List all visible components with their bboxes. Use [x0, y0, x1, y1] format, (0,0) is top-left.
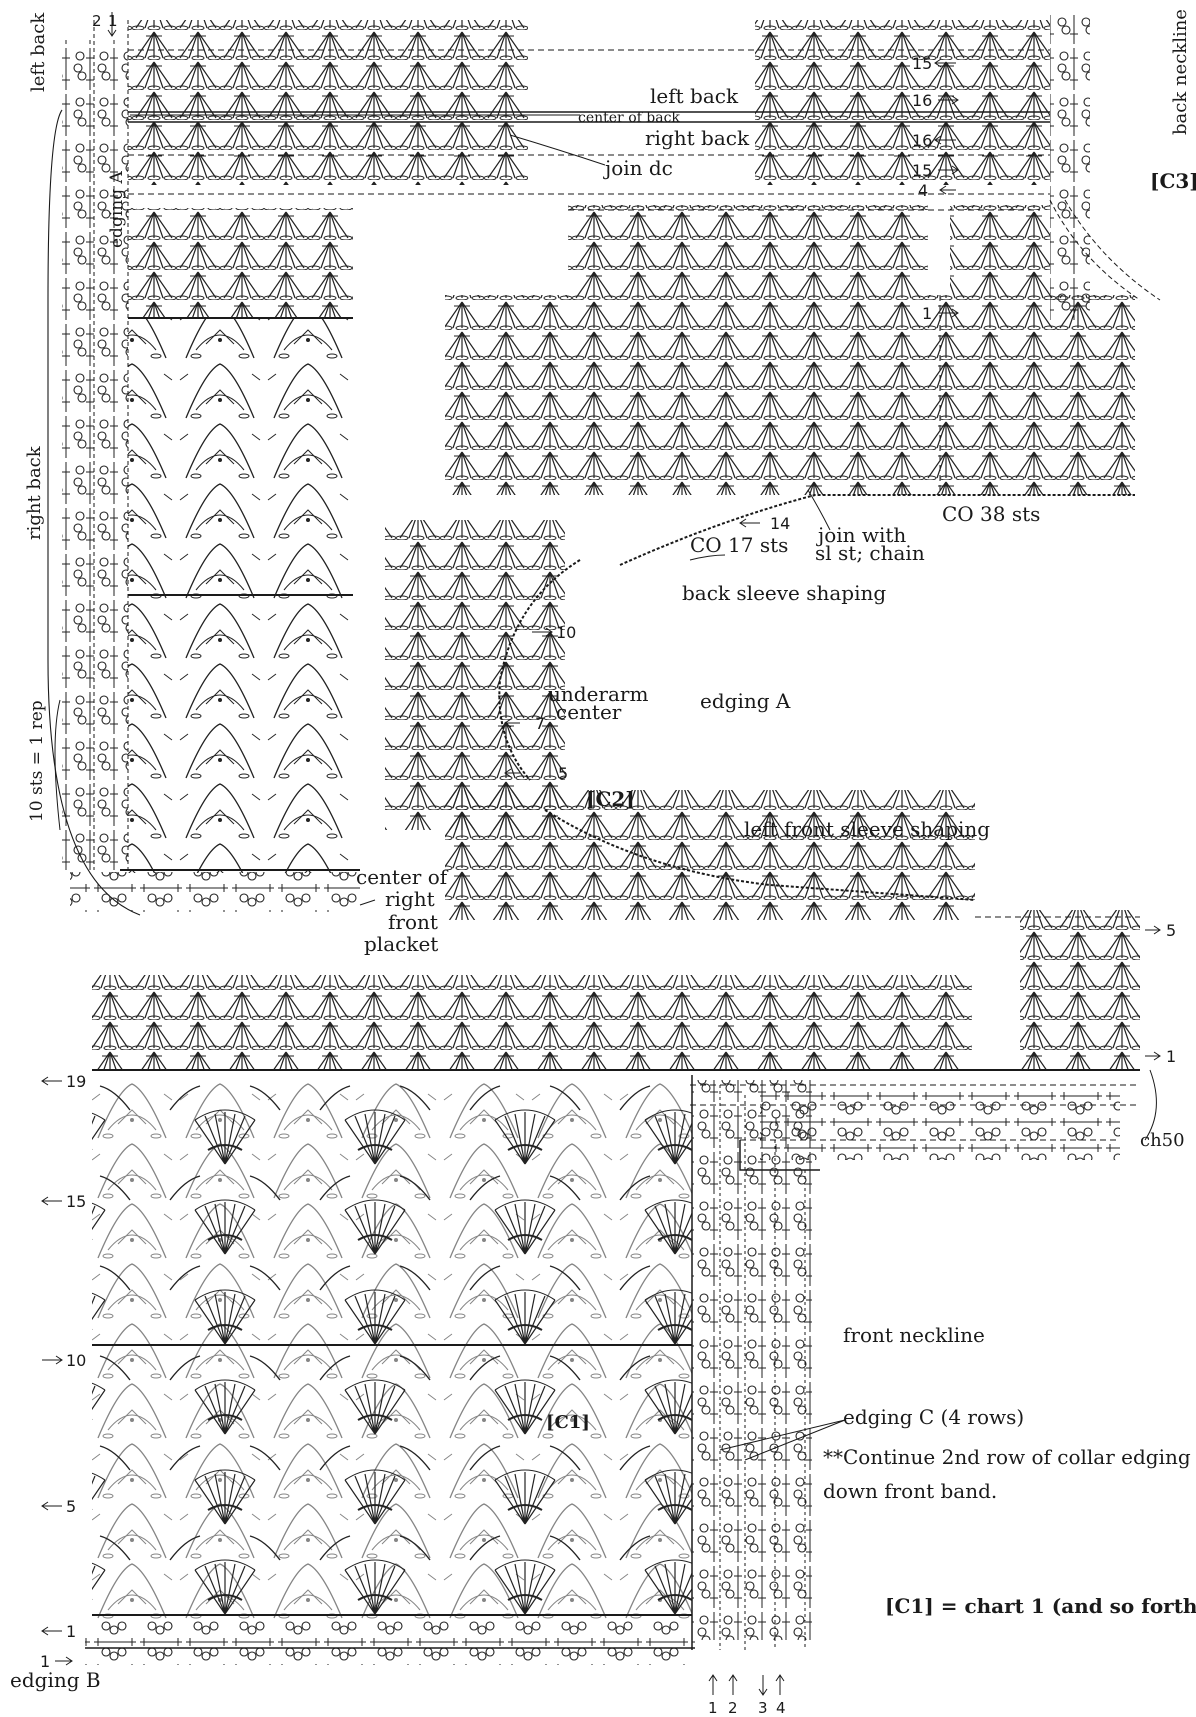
- label-join-sl-1: join with: [816, 523, 906, 547]
- label-c1: [C1]: [546, 1412, 590, 1433]
- label-edging-a: edging A: [700, 689, 791, 713]
- row-number-labels: 2 1 15 16 16 15 4 1 14 10 7 5 5 1 19 15 …: [40, 12, 1176, 1717]
- back-neck-edging: [1049, 15, 1161, 320]
- label-left-back: left back: [650, 84, 739, 108]
- row-num-16a: 16: [912, 91, 932, 110]
- row-num-15b: 15: [912, 161, 932, 180]
- label-c2: [C2]: [586, 787, 635, 811]
- label-placket-1: center of: [356, 865, 449, 889]
- label-placket-4: placket: [364, 932, 438, 956]
- label-legend: [C1] = chart 1 (and so forth): [885, 1594, 1196, 1618]
- label-note-1: **Continue 2nd row of collar edging: [823, 1445, 1191, 1469]
- row-num-10-sleeve: 10: [556, 623, 576, 642]
- row-num-1-right: 1: [1166, 1047, 1176, 1066]
- underarm-section: [385, 520, 976, 920]
- label-placket-3: front: [388, 910, 438, 934]
- left-back-panel: [120, 208, 360, 873]
- row-num-15-front: 15: [66, 1192, 86, 1211]
- row-num-5-front: 5: [66, 1497, 76, 1516]
- front-lace-panel: [92, 1080, 692, 1620]
- row-num-top-2: 2: [92, 12, 102, 30]
- col-num-1: 1: [708, 1699, 718, 1717]
- label-right-back: right back: [645, 126, 750, 150]
- row-num-16b: 16: [912, 131, 932, 150]
- label-underarm-2: center: [556, 700, 622, 724]
- label-edging-c: edging C (4 rows): [843, 1405, 1024, 1429]
- label-join-sl-2: sl st; chain: [815, 541, 925, 565]
- row-num-10-front: 10: [66, 1351, 86, 1370]
- col-num-3: 3: [758, 1699, 768, 1717]
- front-band-edging: [691, 1075, 812, 1650]
- row-num-19: 19: [66, 1072, 86, 1091]
- row-num-top-1: 1: [108, 12, 118, 30]
- label-right-back-side: right back: [24, 445, 45, 540]
- label-ch50: ch50: [1140, 1130, 1185, 1151]
- bottom-edging-front: [85, 1620, 695, 1665]
- text-labels: left back right back 10 sts = 1 rep edgi…: [10, 9, 1196, 1692]
- label-c3: [C3]: [1150, 169, 1196, 193]
- label-placket-2: right: [385, 887, 435, 911]
- row-num-1-edging-b: 1: [40, 1652, 50, 1671]
- label-underarm-1: underarm: [548, 682, 648, 706]
- row-num-14: 14: [770, 514, 790, 533]
- label-co17: CO 17 sts: [690, 533, 788, 557]
- row-num-15a: 15: [912, 54, 932, 73]
- label-left-front-sleeve: left front sleeve shaping: [744, 817, 990, 841]
- left-edging-column: [62, 20, 129, 870]
- bottom-edging-back: [70, 872, 360, 912]
- label-edging-b: edging B: [10, 1668, 101, 1692]
- row-num-5-sleeve: 5: [558, 764, 568, 783]
- label-back-neckline: back neckline: [1170, 9, 1191, 135]
- back-sleeve-block: [445, 205, 1135, 566]
- label-back-sleeve: back sleeve shaping: [682, 581, 886, 605]
- row-num-5-right: 5: [1166, 921, 1176, 940]
- label-center-of-back: center of back: [578, 110, 680, 126]
- label-front-neckline: front neckline: [843, 1323, 985, 1347]
- label-co38: CO 38 sts: [942, 502, 1040, 526]
- back-yoke-strip: [128, 20, 1050, 195]
- row-num-4: 4: [918, 181, 928, 200]
- row-num-7: 7: [535, 714, 545, 733]
- leader-lines: [47, 109, 1157, 1461]
- col-num-2: 2: [728, 1699, 738, 1717]
- col-num-4: 4: [776, 1699, 786, 1717]
- row-num-1-back: 1: [922, 304, 932, 323]
- label-note-2: down front band.: [823, 1479, 997, 1503]
- front-neck-edging: [739, 1090, 1120, 1171]
- label-left-back-side: left back: [28, 12, 49, 92]
- row-num-1-front: 1: [66, 1622, 76, 1641]
- label-join-dc: join dc: [603, 156, 673, 180]
- row-arrows: [41, 12, 1161, 1696]
- front-yoke-rows: [92, 910, 1140, 1141]
- label-rep: 10 sts = 1 rep: [27, 700, 47, 822]
- label-edging-a-side: edging A: [107, 171, 127, 248]
